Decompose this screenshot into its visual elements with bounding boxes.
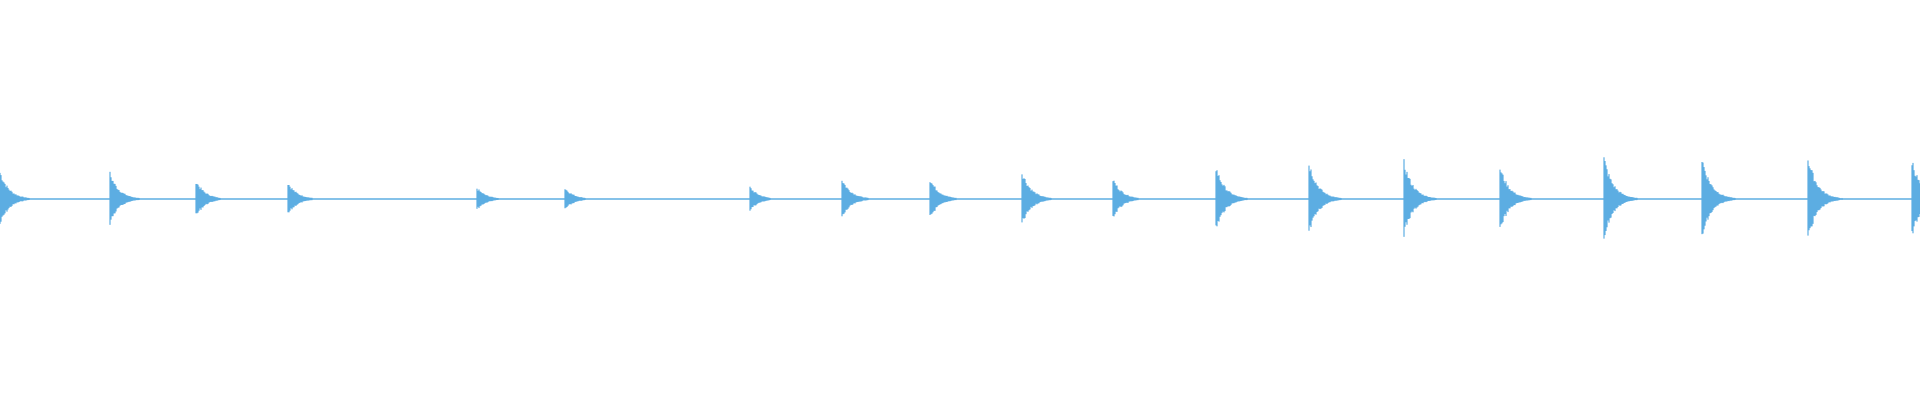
transient (1403, 159, 1437, 237)
transient (749, 186, 771, 211)
transient (476, 188, 499, 209)
transient (1911, 162, 1920, 234)
transient (841, 180, 869, 217)
transient (1308, 165, 1342, 231)
transient (109, 171, 140, 225)
transient (1021, 174, 1052, 223)
transient (1112, 180, 1139, 217)
transient (564, 189, 586, 209)
transient (1701, 161, 1736, 235)
transient (929, 182, 957, 215)
transient (195, 183, 221, 214)
transient (0, 172, 30, 224)
transient (1807, 160, 1843, 236)
transient (287, 184, 313, 213)
transient (1215, 170, 1248, 227)
transient (1603, 157, 1638, 239)
transient (1499, 169, 1532, 227)
